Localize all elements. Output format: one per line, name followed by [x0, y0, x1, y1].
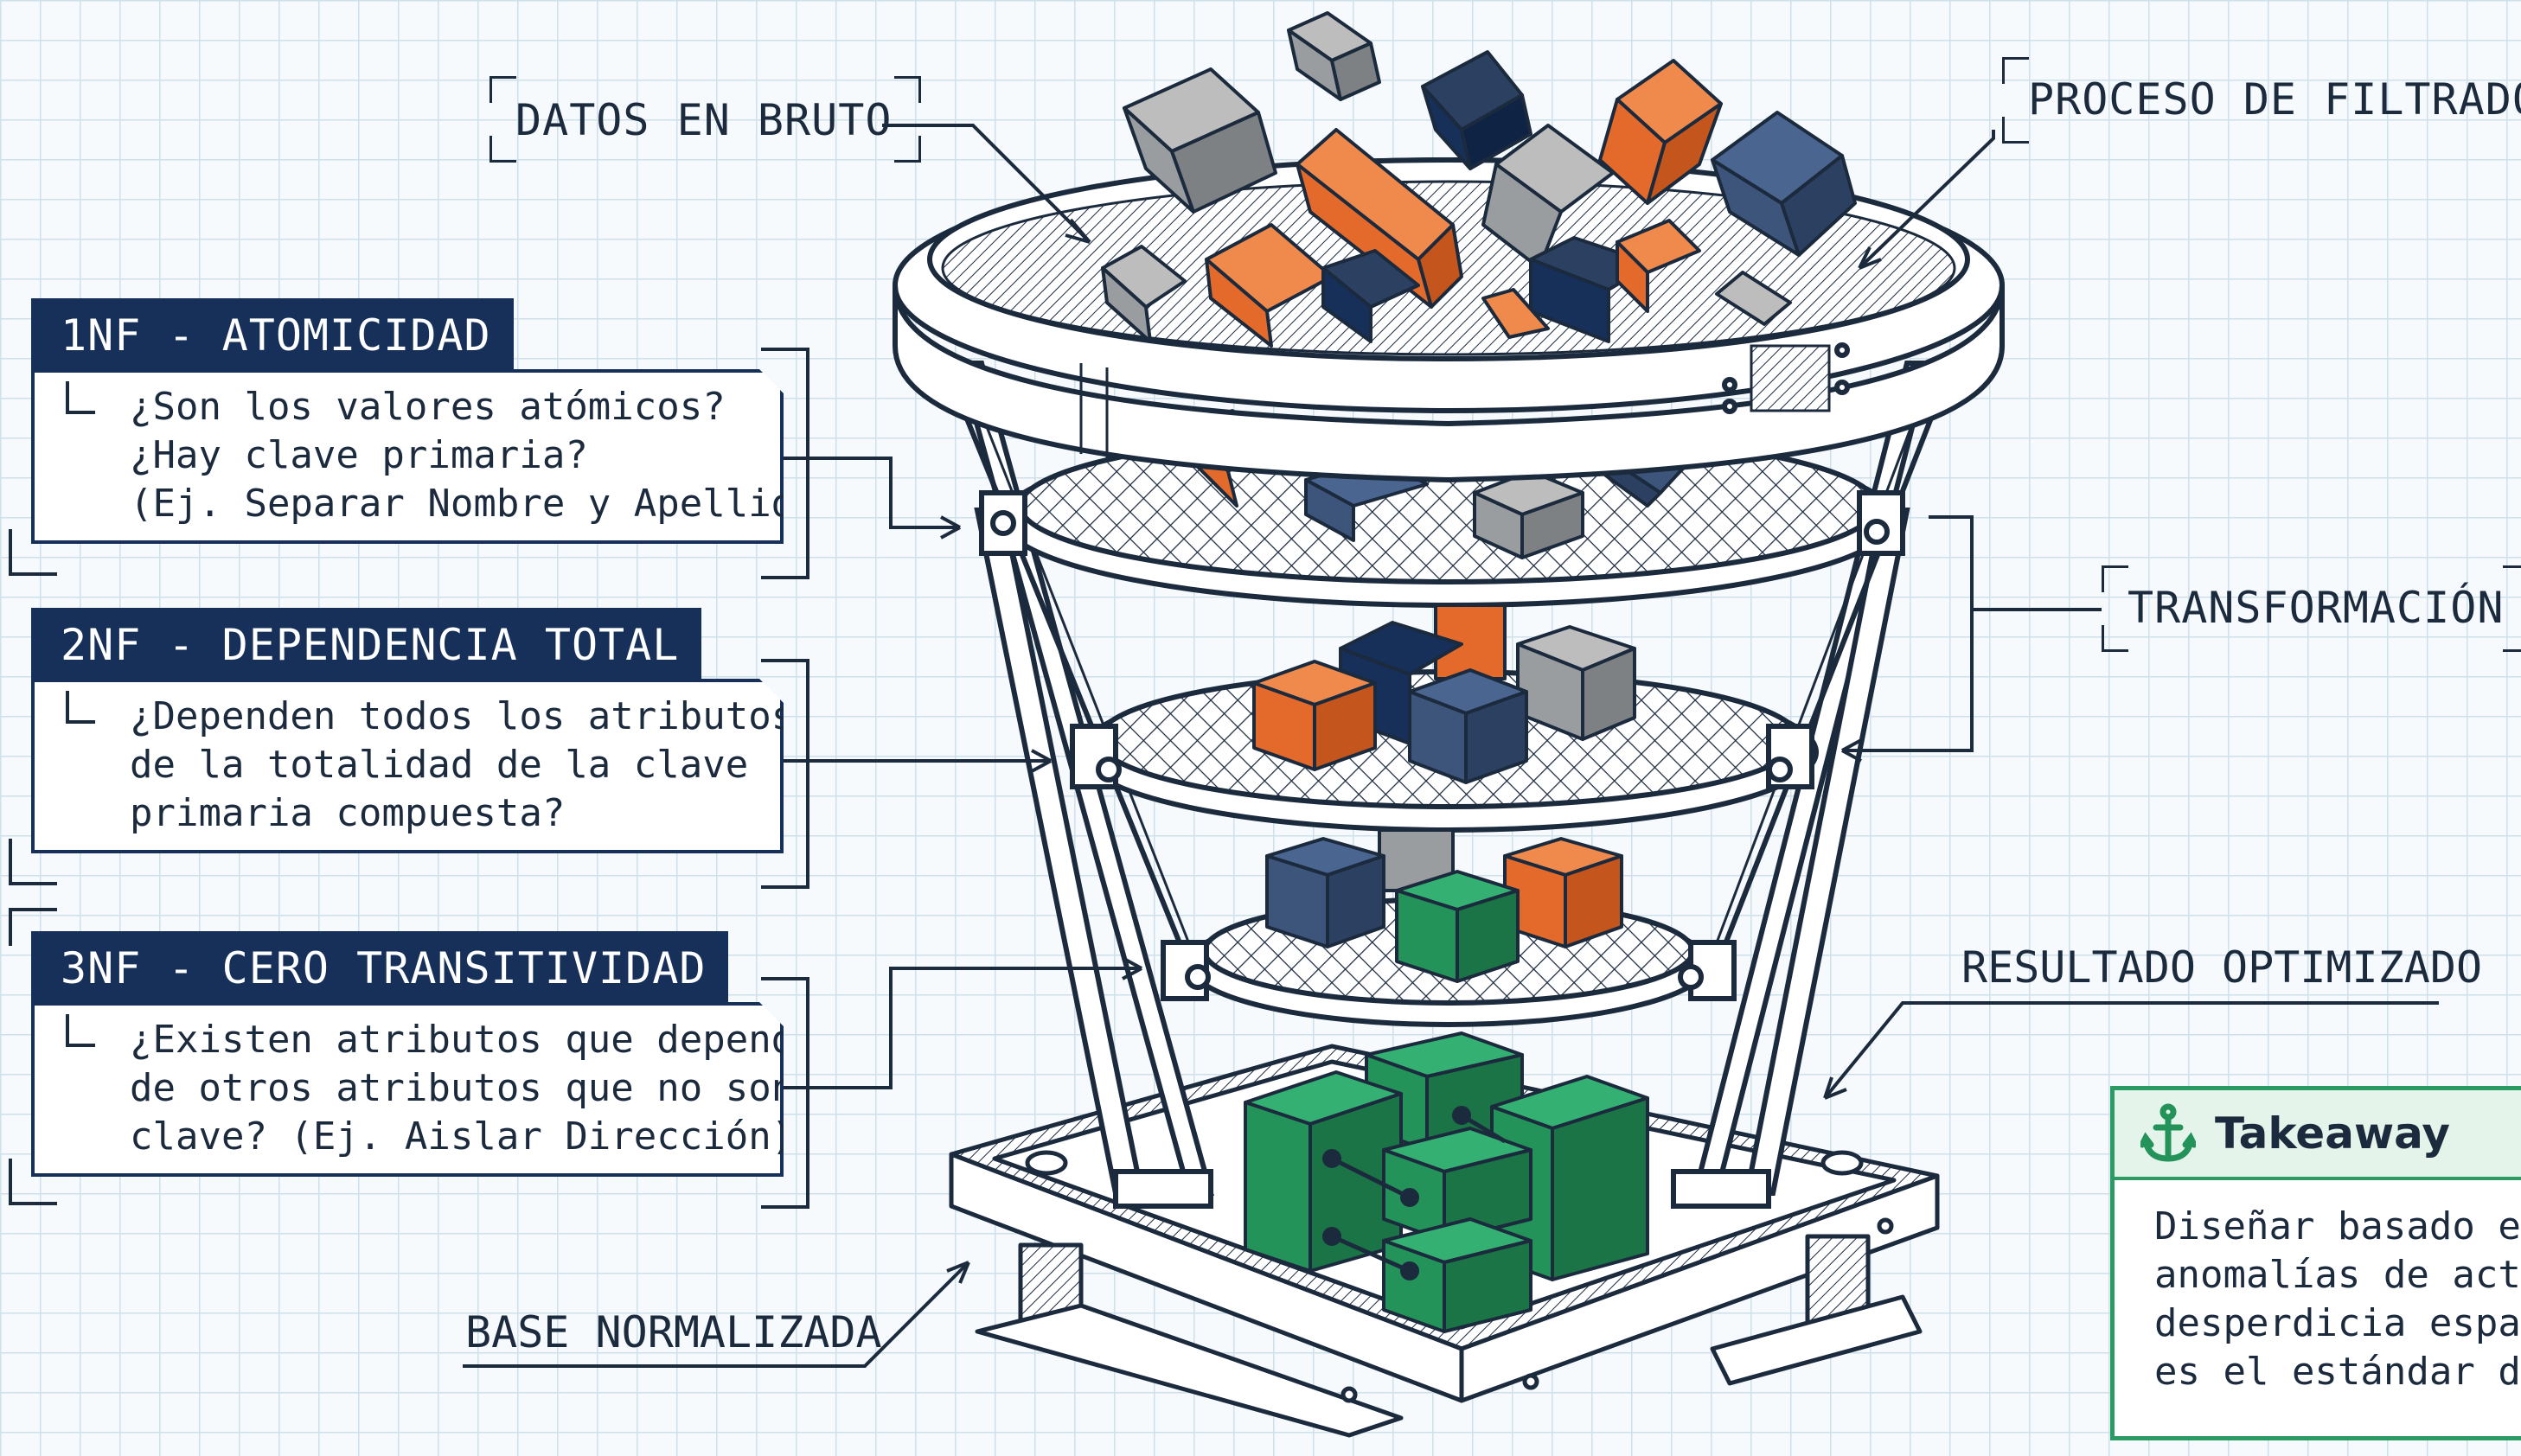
- nf3-card: 3NF - CERO TRANSITIVIDAD ¿Existen atribu…: [31, 931, 784, 1177]
- nf2-card: 2NF - DEPENDENCIA TOTAL ¿Dependen todos …: [31, 608, 784, 853]
- nf3-title: 3NF - CERO TRANSITIVIDAD: [31, 931, 729, 1004]
- takeaway-header: Takeaway: [2115, 1090, 2521, 1180]
- connector-arrows: [463, 124, 2439, 1368]
- nf1-bracket: [761, 348, 809, 579]
- takeaway-line: es el estándar de i: [2154, 1350, 2521, 1394]
- nf1-description: ¿Son los valores atómicos? ¿Hay clave pr…: [31, 369, 784, 544]
- nf2-bracket-left: [9, 839, 57, 885]
- nf3-line: ¿Existen atributos que dependen: [130, 1018, 841, 1062]
- nf1-line: ¿Son los valores atómicos?: [130, 385, 726, 429]
- nf2-title: 2NF - DEPENDENCIA TOTAL: [31, 608, 702, 680]
- takeaway-line: anomalías de actual: [2154, 1253, 2521, 1297]
- nf1-corner-marker: [66, 381, 95, 414]
- nf3-line: de otros atributos que no son: [130, 1066, 795, 1110]
- nf1-line: (Ej. Separar Nombre y Apellido).: [130, 482, 863, 526]
- raw-data-label: DATOS EN BRUTO: [489, 76, 922, 163]
- nf3-bracket: [761, 977, 809, 1209]
- transformation-text: TRANSFORMACIÓN: [2127, 583, 2505, 633]
- takeaway-card: Takeaway Diseñar basado en l anomalías d…: [2110, 1086, 2521, 1440]
- anchor-icon: [2140, 1103, 2196, 1162]
- takeaway-body: Diseñar basado en l anomalías de actual …: [2115, 1180, 2521, 1396]
- nf1-title: 1NF - ATOMICIDAD: [31, 298, 514, 371]
- optimized-result-label: RESULTADO OPTIMIZADO: [1961, 942, 2483, 993]
- nf3-bracket-left-bottom: [9, 1159, 57, 1205]
- normalized-green-tables: [1244, 1031, 1649, 1333]
- takeaway-line: Diseñar basado en l: [2154, 1204, 2521, 1248]
- nf3-bracket-left: [9, 908, 57, 946]
- nf2-line: de la totalidad de la clave: [130, 743, 749, 787]
- nf2-description: ¿Dependen todos los atributos de la tota…: [31, 679, 784, 853]
- nf1-bracket-left: [9, 529, 57, 576]
- filtering-text: PROCESO DE FILTRADO: [2028, 74, 2521, 125]
- nf2-bracket: [761, 659, 809, 889]
- filtering-label: PROCESO DE FILTRADO: [2002, 57, 2521, 144]
- nf3-line: clave? (Ej. Aislar Dirección).: [130, 1114, 817, 1159]
- takeaway-title: Takeaway: [2215, 1108, 2450, 1159]
- raw-data-text: DATOS EN BRUTO: [515, 95, 893, 145]
- nf1-line: ¿Hay clave primaria?: [130, 433, 588, 477]
- transformation-label: TRANSFORMACIÓN: [2102, 565, 2521, 652]
- nf2-line: primaria compuesta?: [130, 791, 566, 835]
- nf3-corner-marker: [66, 1014, 95, 1047]
- blocks-level-3: [1265, 828, 1623, 983]
- nf3-description: ¿Existen atributos que dependen de otros…: [31, 1002, 784, 1177]
- takeaway-line: desperdicia espacio: [2154, 1301, 2521, 1345]
- nf2-corner-marker: [66, 691, 95, 724]
- funnel-cone: [949, 379, 1948, 979]
- normalized-base-label: BASE NORMALIZADA: [465, 1307, 882, 1357]
- funnel-rim: [893, 284, 2005, 483]
- blocks-level-2: [1252, 603, 1636, 784]
- nf1-card: 1NF - ATOMICIDAD ¿Son los valores atómic…: [31, 298, 784, 544]
- nf2-line: ¿Dependen todos los atributos: [130, 694, 795, 738]
